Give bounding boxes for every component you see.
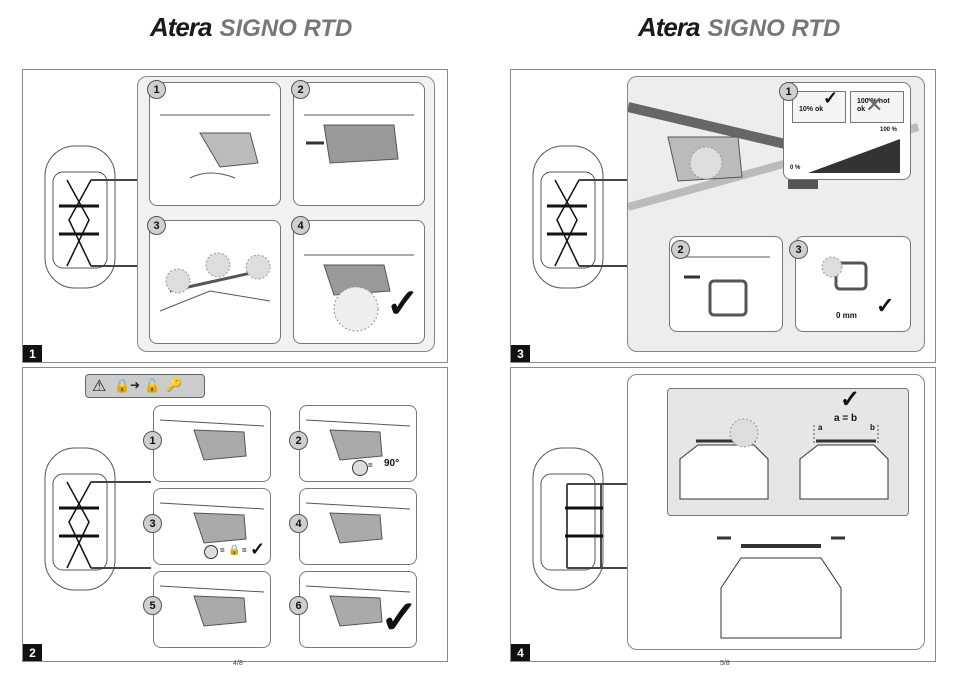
- cross-icon: ✕: [865, 92, 884, 117]
- warning-icon: ⚠: [92, 378, 107, 395]
- checkmark-icon: ✓: [380, 591, 417, 643]
- not-ok-label: 100 % not ok: [857, 98, 890, 113]
- key-icon: 🔑: [166, 377, 183, 392]
- lock-icon: 🔒: [114, 378, 131, 393]
- brand-model: SIGNO RTD: [219, 15, 353, 42]
- sub-step-badge: 5: [143, 596, 162, 615]
- gap-label: 0 mm: [836, 311, 857, 320]
- b-label: b: [870, 423, 875, 432]
- brand-name: Atera: [638, 12, 700, 42]
- sub-step-badge: 4: [291, 216, 310, 235]
- step-3-sub-1-gauge: 10% ok ✓ 100 % not ok ✕ 0 % 100 %: [783, 82, 911, 180]
- step-3-panel: 10% ok ✓ 100 % not ok ✕ 0 % 100 % 0 mm ✓…: [510, 69, 936, 363]
- step-1-sub-2: [293, 82, 425, 206]
- step-1-sub-1: [149, 82, 281, 206]
- ok-label: 10% ok: [799, 106, 824, 113]
- step-2-sub-2: 90° =: [299, 405, 417, 482]
- sub-step-badge: 3: [143, 514, 162, 533]
- checkmark-icon: ✓: [840, 388, 861, 413]
- step-2-sub-6: ✓: [299, 571, 417, 648]
- arrow-right-icon: ➜: [130, 378, 141, 392]
- scale-max: 100 %: [880, 127, 898, 133]
- checkmark-icon: ✓: [823, 88, 839, 108]
- not-ok-box: 100 % not ok ✕: [850, 91, 904, 123]
- equals-sign: =: [368, 461, 373, 470]
- checkmark-icon: ✓: [386, 282, 420, 326]
- brand-model: SIGNO RTD: [707, 15, 841, 42]
- step-2-sub-3: = 🔒 = ✓: [153, 488, 271, 565]
- step-3-sub-3: 0 mm ✓: [795, 236, 911, 332]
- step-4-comparison: ✓ a = b a b: [667, 388, 909, 516]
- page-number-left: 4/8: [233, 660, 243, 667]
- brand-header-right: Atera SIGNO RTD: [638, 12, 840, 44]
- step-number: 3: [511, 345, 530, 362]
- a-label: a: [818, 423, 823, 432]
- key-slot-icon: [352, 460, 368, 476]
- sub-step-badge: 1: [779, 82, 798, 101]
- sub-step-badge: 2: [289, 431, 308, 450]
- step-1-sub-3: [149, 220, 281, 344]
- sub-step-badge: 3: [147, 216, 166, 235]
- equation-label: a = b: [834, 413, 858, 424]
- step-2-panel: ⚠ 🔒 ➜ 🔓 🔑 90° = = 🔒 = ✓ ✓ 1 2 3 4 5 6 2: [22, 367, 448, 662]
- rotation-label: 90°: [384, 458, 400, 469]
- scale-min: 0 %: [790, 165, 801, 171]
- step-2-sub-4: [299, 488, 417, 565]
- step-2-sub-1: [153, 405, 271, 482]
- brand-header-left: Atera SIGNO RTD: [150, 12, 352, 44]
- lock-icon: 🔒: [228, 545, 241, 556]
- sub-step-badge: 4: [289, 514, 308, 533]
- step-number: 1: [23, 345, 42, 362]
- unlock-icon: 🔓: [144, 378, 161, 393]
- step-1-panel: ✓ 1 2 3 4 1: [22, 69, 448, 363]
- checkmark-icon: ✓: [250, 539, 266, 559]
- step-number: 2: [23, 644, 42, 661]
- checkmark-icon: ✓: [876, 293, 895, 318]
- step-number: 4: [511, 644, 530, 661]
- sub-step-badge: 6: [289, 596, 308, 615]
- sub-step-badge: 1: [147, 80, 166, 99]
- step-2-sub-5: [153, 571, 271, 648]
- car-topview-icon: [532, 145, 627, 289]
- car-topview-icon: [532, 447, 627, 591]
- sub-step-badge: 2: [671, 240, 690, 259]
- sub-step-badge: 1: [143, 431, 162, 450]
- lock-warning-bar: ⚠ 🔒 ➜ 🔓 🔑: [85, 374, 205, 398]
- brand-name: Atera: [150, 12, 212, 42]
- equals-sign: =: [220, 546, 225, 555]
- equals-sign: =: [242, 546, 247, 555]
- sub-step-badge: 3: [789, 240, 808, 259]
- step-1-sub-4: ✓: [293, 220, 425, 344]
- car-topview-icon: [44, 447, 151, 591]
- car-front-view: [717, 536, 845, 639]
- step-4-panel: ✓ a = b a b 4: [510, 367, 936, 662]
- page-number-right: 5/8: [720, 660, 730, 667]
- ok-box: 10% ok ✓: [792, 88, 846, 123]
- key-slot-icon: [204, 545, 218, 559]
- sub-step-badge: 2: [291, 80, 310, 99]
